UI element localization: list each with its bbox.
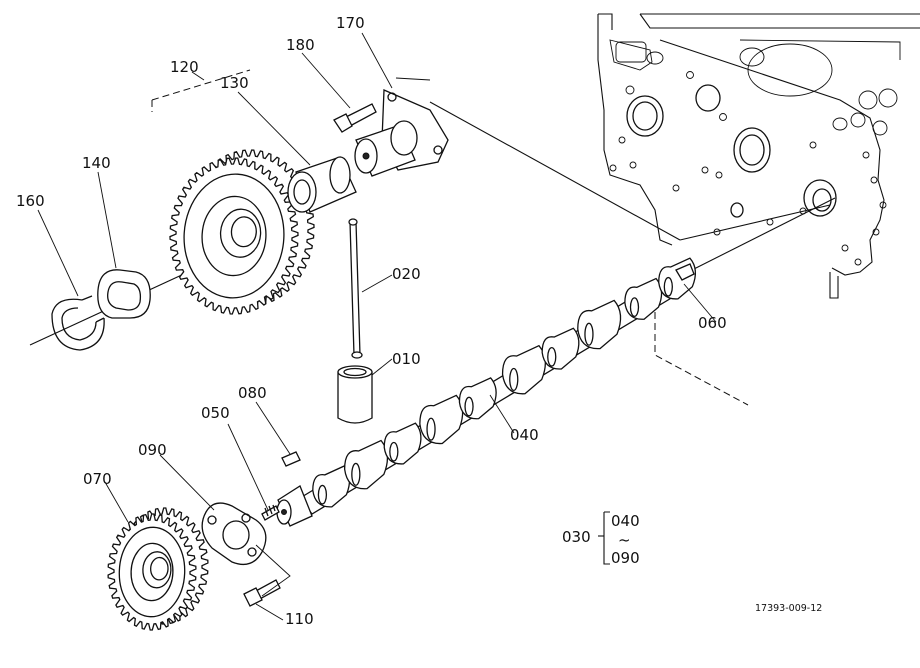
collar-140 xyxy=(97,269,151,319)
circlip xyxy=(51,295,105,351)
tappet xyxy=(337,365,373,424)
push-rod xyxy=(348,218,363,359)
cam-gear xyxy=(107,507,209,631)
part-labels: 010 020 030 040 050 060 070 080 090 110 … xyxy=(16,14,822,628)
engine-block xyxy=(597,13,920,299)
drawing-code: 17393-009-12 xyxy=(755,603,822,614)
label-110: 110 xyxy=(285,610,314,628)
group-label-from: 040 xyxy=(611,512,640,530)
label-140: 140 xyxy=(82,154,111,172)
label-040: 040 xyxy=(510,426,539,444)
bolt-180 xyxy=(333,103,377,133)
leader-lines xyxy=(37,32,717,621)
bolt-110 xyxy=(243,579,281,607)
idle-gear-shaft xyxy=(354,89,449,177)
label-080: 080 xyxy=(238,384,267,402)
camshaft xyxy=(276,257,697,527)
label-120: 120 xyxy=(170,58,199,76)
label-090: 090 xyxy=(138,441,167,459)
group-label-tilde: ~ xyxy=(618,531,631,549)
label-180: 180 xyxy=(286,36,315,54)
camshaft-stopper xyxy=(201,502,267,566)
label-050: 050 xyxy=(201,404,230,422)
label-160: 160 xyxy=(16,192,45,210)
label-070: 070 xyxy=(83,470,112,488)
label-170: 170 xyxy=(336,14,365,32)
label-060: 060 xyxy=(698,314,727,332)
label-030: 030 xyxy=(562,528,591,546)
feather-key xyxy=(281,451,301,467)
label-020: 020 xyxy=(392,265,421,283)
collar xyxy=(287,156,357,213)
label-010: 010 xyxy=(392,350,421,368)
screw-050 xyxy=(261,504,280,521)
idle-gear xyxy=(169,149,315,315)
group-label-to: 090 xyxy=(611,549,640,567)
label-130: 130 xyxy=(220,74,249,92)
